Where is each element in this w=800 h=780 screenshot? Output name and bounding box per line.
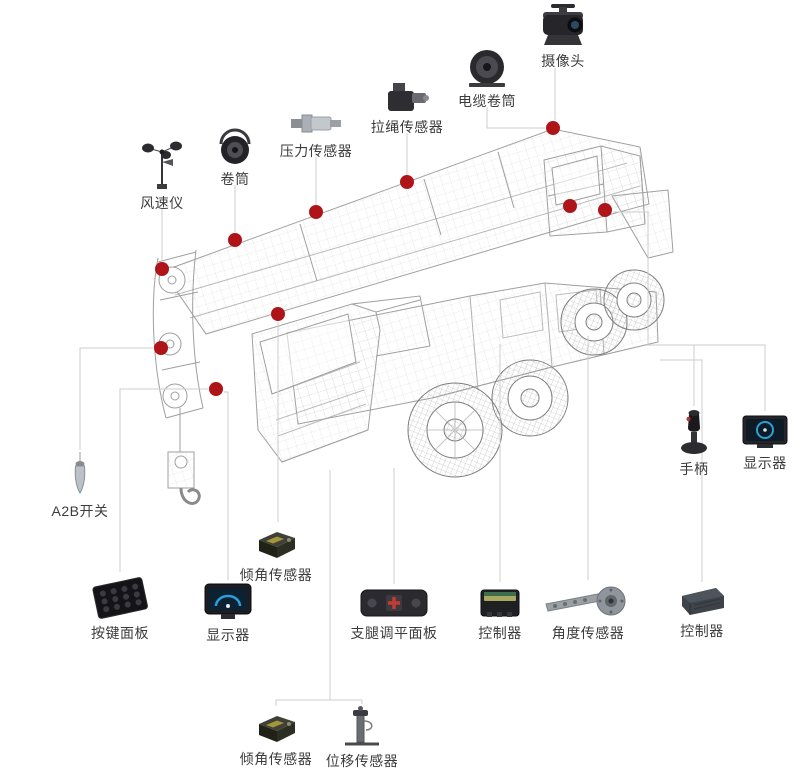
sensor-dot	[598, 203, 612, 217]
component-keypad-panel: 按键面板	[75, 574, 165, 643]
camera-icon	[543, 4, 583, 45]
sensor-dot	[546, 121, 560, 135]
crane-wireframe	[152, 128, 674, 505]
component-display-left: 显示器	[186, 582, 270, 645]
angle-sensor-icon	[545, 586, 626, 616]
joystick-icon	[681, 410, 707, 454]
sensor-dot	[400, 175, 414, 189]
display-right-icon	[742, 415, 788, 448]
display-right-label: 显示器	[743, 455, 787, 471]
anemometer-icon	[142, 141, 182, 189]
pressure-sensor-icon	[291, 114, 341, 133]
cable-reel-label: 电缆卷筒	[458, 93, 516, 109]
component-tilt-sensor-bottom: 倾角传感器	[231, 708, 321, 769]
sensor-dot	[154, 341, 168, 355]
rope-sensor-label: 拉绳传感器	[370, 119, 444, 135]
sensor-dot	[563, 199, 577, 213]
component-a2b-switch: A2B开关	[38, 452, 122, 521]
rope-sensor-icon	[388, 83, 429, 111]
component-joystick: 手柄	[656, 408, 732, 479]
component-display-right: 显示器	[725, 414, 800, 473]
component-tilt-sensor-mid: 倾角传感器	[231, 524, 321, 585]
controller-mid-icon	[480, 589, 520, 617]
keypad-panel-icon	[92, 577, 148, 619]
component-rope-sensor: 拉绳传感器	[359, 78, 455, 137]
sensor-dot	[271, 307, 285, 321]
pressure-sensor-label: 压力传感器	[279, 143, 353, 159]
sensor-dot	[228, 233, 242, 247]
controller-right-icon	[682, 588, 724, 615]
tilt-sensor-icon	[259, 716, 295, 742]
tilt-sensor-mid-label: 倾角传感器	[239, 567, 313, 583]
sensor-dots	[154, 121, 612, 396]
component-pressure-sensor: 压力传感器	[264, 108, 368, 161]
component-controller-right: 控制器	[658, 584, 746, 641]
sensor-dot	[155, 262, 169, 276]
leveling-panel-label: 支腿调平面板	[350, 625, 438, 641]
tilt-sensor-icon	[259, 532, 295, 558]
keypad-panel-label: 按键面板	[91, 625, 149, 641]
controller-mid-label: 控制器	[478, 625, 522, 641]
displacement-sensor-icon	[345, 706, 379, 746]
component-leveling-panel: 支腿调平面板	[344, 586, 444, 643]
connector-lines	[79, 68, 766, 706]
joystick-label: 手柄	[679, 461, 709, 477]
a2b-switch-icon	[74, 452, 86, 494]
drum-label: 卷筒	[220, 171, 250, 187]
sensor-dot	[209, 382, 223, 396]
component-cable-reel: 电缆卷筒	[447, 48, 527, 111]
component-camera: 摄像头	[520, 4, 606, 71]
display-left-label: 显示器	[206, 627, 250, 643]
displacement-sensor-label: 位移传感器	[325, 753, 399, 769]
camera-label: 摄像头	[541, 53, 585, 69]
tilt-sensor-bottom-label: 倾角传感器	[239, 751, 313, 767]
controller-right-label: 控制器	[680, 623, 724, 639]
anemometer-label: 风速仪	[140, 195, 184, 211]
component-drum: 卷筒	[199, 128, 271, 189]
cable-reel-icon	[469, 50, 505, 87]
component-displacement-sensor: 位移传感器	[314, 706, 410, 771]
sensor-dot	[309, 205, 323, 219]
drum-icon	[219, 128, 251, 164]
leveling-panel-icon	[360, 589, 428, 617]
display-left-icon	[204, 583, 252, 619]
component-angle-sensor: 角度传感器	[540, 582, 636, 643]
component-anemometer: 风速仪	[120, 136, 204, 213]
angle-sensor-label: 角度传感器	[551, 625, 625, 641]
a2b-switch-label: A2B开关	[51, 503, 109, 519]
component-controller-mid: 控制器	[458, 584, 542, 643]
